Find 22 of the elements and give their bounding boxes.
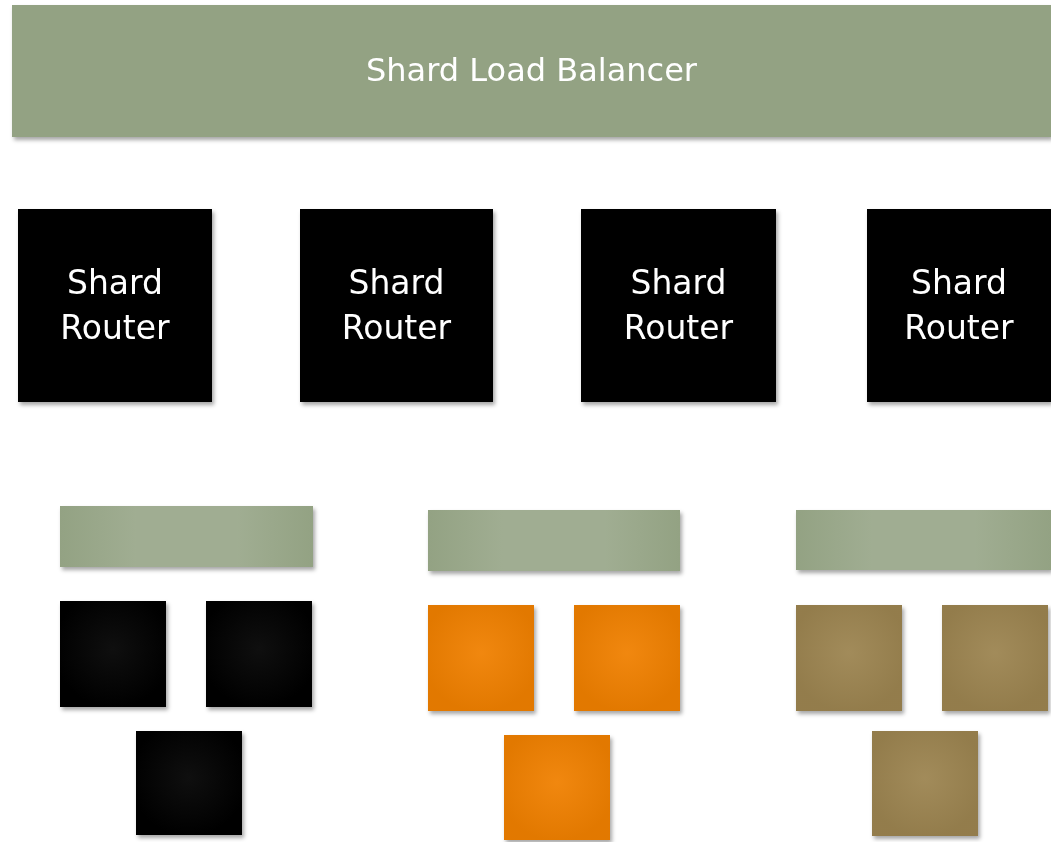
node-label: Shard Router — [341, 261, 452, 349]
router-box — [867, 209, 1051, 402]
load-balancer-bar — [12, 5, 1051, 137]
bar-shape — [796, 510, 1051, 570]
node-label: Shard Load Balancer — [366, 50, 697, 92]
node-label: Shard Router — [623, 261, 734, 349]
bar-shape — [60, 506, 313, 567]
square-shape — [796, 605, 902, 711]
square-shape — [504, 735, 610, 840]
node-label: Shard Router — [904, 261, 1014, 349]
node-label: Shard Router — [60, 261, 170, 349]
square-shape — [206, 601, 312, 707]
square-shape — [136, 731, 242, 835]
square-shape — [872, 731, 978, 836]
router-box — [581, 209, 776, 402]
square-shape — [428, 605, 534, 711]
square-shape — [942, 605, 1048, 711]
square-shape — [574, 605, 680, 711]
router-box — [300, 209, 493, 402]
bar-shape — [428, 510, 680, 571]
square-shape — [60, 601, 166, 707]
router-box — [18, 209, 212, 402]
